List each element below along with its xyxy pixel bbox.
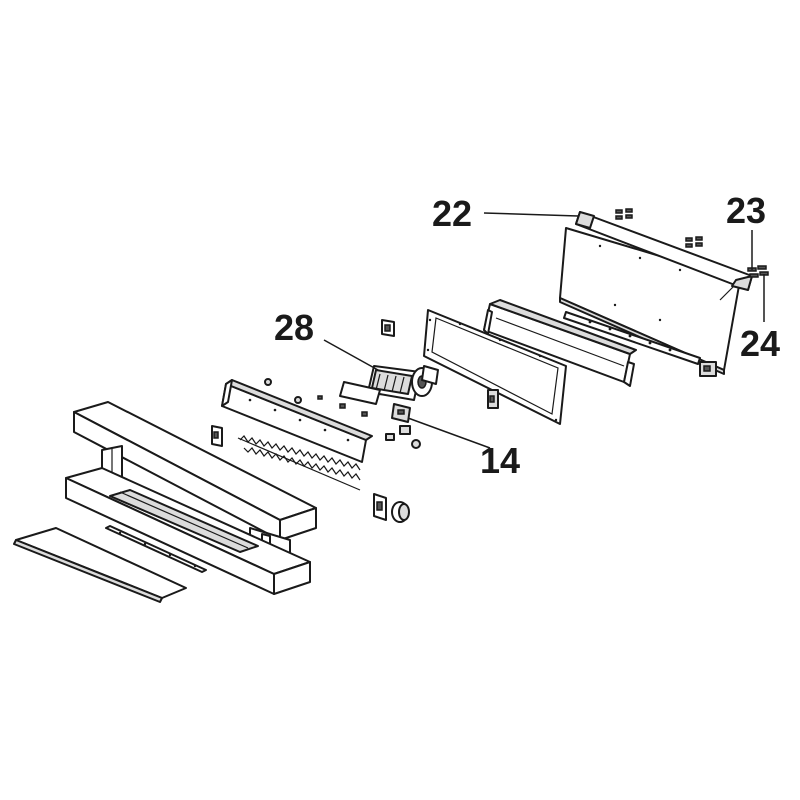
screw-group-top: [615, 208, 703, 248]
small-components: [264, 378, 421, 449]
back-panel-holes: [598, 244, 682, 322]
callout-23: 23: [726, 190, 766, 231]
glass-bracket: [487, 389, 499, 409]
upper-small-bracket: [381, 319, 395, 337]
glass-panel: [423, 309, 567, 425]
burner-channel: [221, 379, 373, 463]
trim-strip: [105, 525, 207, 573]
control-board: [391, 403, 411, 423]
screws-23-24: [747, 265, 769, 278]
mantel-surround: [65, 401, 317, 595]
hearth-plate: [13, 527, 187, 603]
bottom-rail: [563, 311, 717, 377]
top-bracket-strip: [575, 211, 753, 291]
ember-strip: [237, 435, 361, 491]
blower-heater-assembly: [339, 365, 439, 405]
callout-28: 28: [274, 307, 314, 348]
leader-lines: [323, 212, 765, 449]
left-channel-bracket: [211, 425, 223, 447]
firebox-tray: [483, 299, 637, 387]
callout-24: 24: [740, 323, 780, 364]
right-bracket-and-knob: [373, 493, 410, 523]
callout-14: 14: [480, 440, 520, 481]
callout-22: 22: [432, 193, 472, 234]
